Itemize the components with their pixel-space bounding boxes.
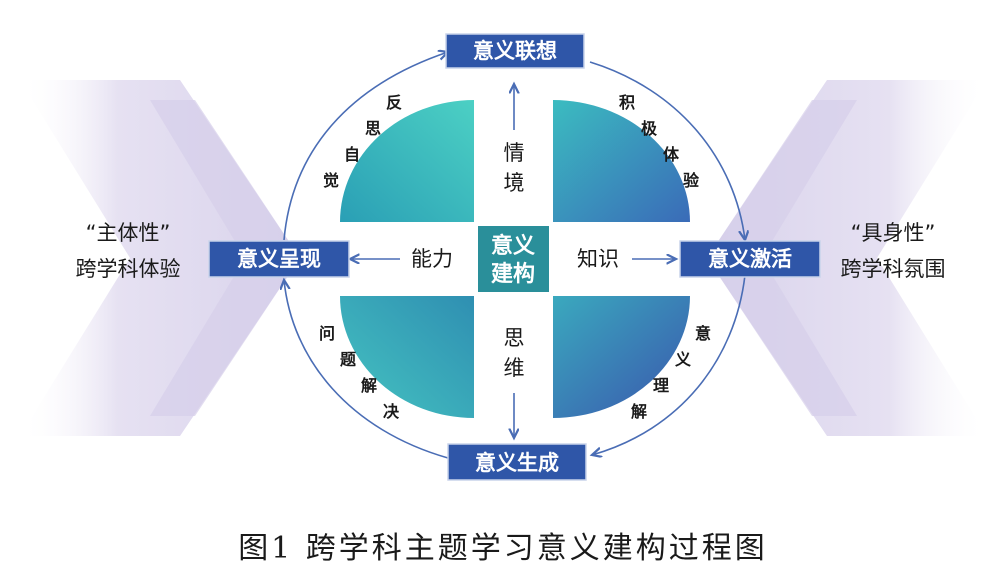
- right-side-line1: “具身性”: [851, 221, 936, 245]
- box-bottom-label: 意义生成: [475, 451, 559, 475]
- arc-label-bottom-left-1: 问: [319, 324, 335, 343]
- box-right-label: 意义激活: [708, 247, 792, 271]
- quadrant-bottom-left: [340, 296, 474, 418]
- left-side-line1: “主体性”: [86, 221, 171, 245]
- arc-label-bottom-left-4: 决: [383, 402, 400, 421]
- arc-label-top-right-2: 极: [641, 119, 658, 138]
- spoke-right-label: 知识: [577, 247, 619, 271]
- arc-label-top-right-4: 验: [683, 171, 700, 190]
- quadrant-bottom-right: [553, 296, 690, 418]
- figure-caption: 图1 跨学科主题学习意义建构过程图: [238, 531, 768, 566]
- center-text-line2: 建构: [491, 261, 535, 287]
- arc-label-top-right-1: 积: [619, 93, 635, 112]
- ring-arc-bottom-left: [284, 280, 449, 459]
- arc-label-top-left-2: 思: [365, 119, 381, 138]
- box-right: 意义激活: [679, 240, 821, 278]
- arc-label-bottom-left-3: 解: [361, 376, 377, 395]
- left-side-line2: 跨学科体验: [76, 257, 181, 281]
- center-square: [478, 226, 549, 292]
- arc-label-top-left-1: 反: [386, 93, 402, 112]
- quadrant-top-right: [553, 100, 690, 222]
- arc-label-top-left-4: 觉: [323, 171, 339, 190]
- outer-ring: [283, 52, 746, 459]
- box-top: 意义联想: [445, 33, 585, 69]
- ring-arc-bottom-right: [592, 274, 746, 455]
- arc-label-bottom-right-2: 义: [675, 350, 691, 369]
- ring-arc-top-right: [589, 61, 745, 240]
- arc-label-bottom-right-4: 解: [631, 402, 647, 421]
- box-bottom: 意义生成: [447, 443, 587, 481]
- spoke-left-label: 能力: [411, 247, 453, 271]
- right-side-line2: 跨学科氛围: [841, 257, 946, 281]
- arc-label-bottom-right-1: 意: [695, 324, 711, 343]
- arc-label-bottom-right-3: 理: [653, 376, 669, 395]
- spoke-arrows: [350, 84, 676, 438]
- spoke-top-char-2: 境: [504, 171, 525, 195]
- spoke-top-char-1: 情: [504, 141, 525, 165]
- box-left-label: 意义呈现: [237, 247, 321, 271]
- center-text-line1: 意义: [491, 233, 535, 259]
- spoke-bottom-char-1: 思: [504, 326, 525, 350]
- ring-arc-top-left: [283, 52, 448, 241]
- arc-label-top-right-3: 体: [663, 145, 680, 164]
- quadrant-top-left: [340, 100, 474, 222]
- arc-label-bottom-left-2: 题: [340, 350, 357, 369]
- arc-label-top-left-3: 自: [344, 145, 360, 164]
- box-left: 意义呈现: [208, 240, 350, 278]
- box-top-label: 意义联想: [473, 39, 557, 63]
- spoke-bottom-char-2: 维: [504, 356, 525, 380]
